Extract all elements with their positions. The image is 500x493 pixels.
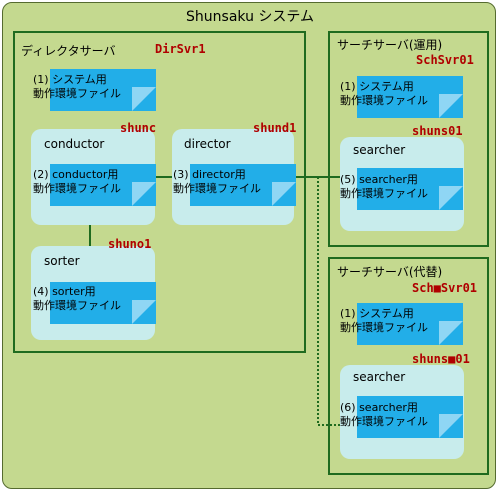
link-director-searcher-standby	[317, 177, 340, 426]
file-icon	[190, 164, 296, 206]
file-icon	[357, 303, 463, 345]
conductor-process-id: shunc	[120, 121, 157, 135]
file-icon	[50, 164, 156, 206]
searcher-primary-process-name: searcher	[353, 143, 406, 157]
file-label: (1) システム用動作環境ファイル	[33, 73, 121, 100]
director-process-name: director	[184, 137, 231, 151]
searcher-standby-process-id: shuns■01	[412, 352, 470, 366]
searcher-primary-process-id: shuns01	[412, 124, 463, 138]
search-server-primary-box	[328, 31, 489, 247]
sorter-process-name: sorter	[44, 254, 80, 268]
searcher-standby-process-name: searcher	[353, 370, 406, 384]
director-process-id: shund1	[253, 121, 297, 135]
diagram-title: Shunsaku システム	[186, 9, 314, 25]
sorter-process-id: shuno1	[108, 237, 152, 251]
search-server-standby-label: サーチサーバ(代替)	[337, 265, 443, 279]
director-server-host: DirSvr1	[155, 42, 206, 56]
file-icon	[357, 396, 463, 438]
search-server-primary-host: SchSvr01	[416, 53, 474, 67]
file-label: (2) conductor用動作環境ファイル	[33, 168, 121, 195]
search-server-primary-label: サーチサーバ(運用)	[337, 38, 443, 52]
file-icon	[50, 69, 156, 111]
director-server-label: ディレクタサーバ	[21, 44, 116, 58]
file-icon	[357, 168, 463, 210]
director-server-box	[13, 31, 306, 353]
file-label: (4) sorter用動作環境ファイル	[33, 285, 121, 312]
file-label: (5) searcher用動作環境ファイル	[340, 173, 428, 200]
file-icon	[50, 282, 156, 324]
file-label: (1) システム用動作環境ファイル	[340, 307, 428, 334]
conductor-process-name: conductor	[44, 137, 105, 151]
file-label: (3) director用動作環境ファイル	[173, 168, 261, 195]
file-label: (6) searcher用動作環境ファイル	[340, 401, 428, 428]
file-icon	[357, 76, 463, 118]
search-server-standby-box	[328, 257, 489, 475]
search-server-standby-host: Sch■Svr01	[412, 281, 478, 295]
file-label: (1) システム用動作環境ファイル	[340, 80, 428, 107]
